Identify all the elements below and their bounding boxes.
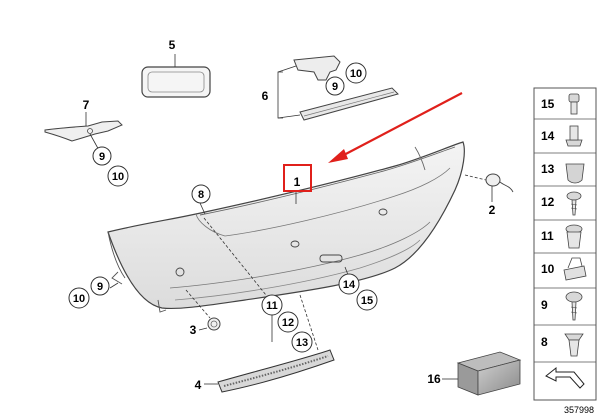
svg-text:11: 11 <box>266 300 278 312</box>
red-pointer-arrow <box>328 92 463 163</box>
part-7-bracket <box>44 120 123 142</box>
circled-label-9-left-lower: 9 <box>90 276 110 296</box>
legend-num-12: 12 <box>541 195 555 209</box>
spring-nut-icon <box>563 257 587 281</box>
circled-label-9-top: 9 <box>325 76 345 96</box>
circled-label-10-left-lower: 10 <box>68 287 90 309</box>
svg-text:9: 9 <box>99 151 105 163</box>
svg-text:10: 10 <box>112 171 124 183</box>
part-6-clip <box>293 55 341 81</box>
svg-text:9: 9 <box>97 281 103 293</box>
cap-nut-icon <box>568 93 580 115</box>
rear-bumper-part <box>107 141 465 313</box>
legend-num-15: 15 <box>541 97 555 111</box>
label-part-7: 7 <box>83 98 90 112</box>
label-part-1: 1 <box>294 175 301 189</box>
screw-icon <box>566 191 582 216</box>
part-6-reflector <box>299 87 399 121</box>
label-part-3: 3 <box>190 323 197 337</box>
legend-num-8: 8 <box>541 335 548 349</box>
label-part-5: 5 <box>169 38 176 52</box>
svg-text:13: 13 <box>296 337 308 349</box>
circled-label-14: 14 <box>338 273 360 295</box>
svg-text:15: 15 <box>361 295 373 307</box>
legend-num-10: 10 <box>541 262 555 276</box>
label-part-16: 16 <box>427 372 441 386</box>
circled-label-8: 8 <box>191 184 211 204</box>
part-2-cap <box>485 173 514 193</box>
plastic-rivet-icon <box>564 333 584 357</box>
legend-num-13: 13 <box>541 162 555 176</box>
label-part-6: 6 <box>262 89 269 103</box>
label-part-4: 4 <box>195 378 202 392</box>
svg-text:10: 10 <box>73 293 85 305</box>
part-16-box <box>456 351 522 396</box>
arrow-icon <box>545 366 585 389</box>
legend-num-9: 9 <box>541 298 548 312</box>
diagram-id: 357998 <box>564 405 594 415</box>
legend-num-11: 11 <box>541 229 554 243</box>
svg-text:14: 14 <box>343 279 356 291</box>
circled-label-9-left-upper: 9 <box>92 146 112 166</box>
clip-nut-icon <box>565 125 583 147</box>
part-3-grommet <box>207 317 221 331</box>
fastener-legend: 15 14 13 12 11 10 9 <box>533 87 597 401</box>
label-part-2: 2 <box>489 203 496 217</box>
circled-label-11: 11 <box>261 294 283 316</box>
legend-num-14: 14 <box>541 129 555 143</box>
fillister-screw-icon <box>565 291 583 321</box>
svg-text:9: 9 <box>332 81 338 93</box>
svg-text:12: 12 <box>282 317 294 329</box>
circled-label-13: 13 <box>291 331 313 353</box>
circled-label-10-top: 10 <box>345 62 367 84</box>
circled-label-12: 12 <box>277 311 299 333</box>
part-4-reflector-strip <box>217 349 335 393</box>
rubber-cap-icon <box>565 163 585 184</box>
part-5-lamp <box>141 66 211 98</box>
circled-label-10-left-upper: 10 <box>107 165 129 187</box>
circled-label-15: 15 <box>356 289 378 311</box>
svg-text:8: 8 <box>198 189 204 201</box>
svg-text:10: 10 <box>350 68 362 80</box>
highlight-box <box>283 164 312 192</box>
expanding-rivet-icon <box>565 224 583 249</box>
